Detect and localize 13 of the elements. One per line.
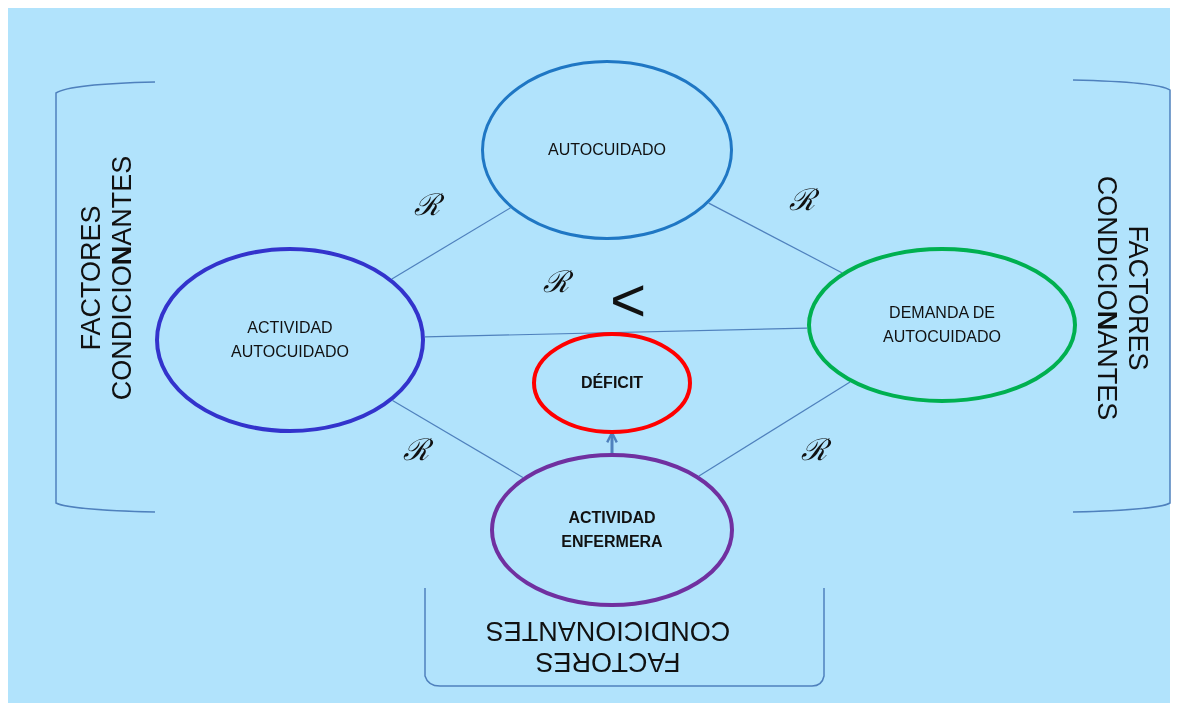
connector-line [698, 381, 851, 477]
rotated-label: FACTORES CONDICIONANTES [484, 615, 732, 678]
node-label: DÉFICIT [580, 372, 644, 393]
arrow [606, 431, 618, 453]
node-label: DEMANDA DE AUTOCUIDADO [882, 303, 1002, 347]
connector-line [391, 207, 512, 280]
connector-line [424, 327, 808, 338]
connector-line [708, 202, 843, 274]
node-label: ACTIVIDAD ENFERMERA [560, 508, 664, 552]
less-than-sign: < [608, 263, 648, 335]
node-label: ACTIVIDAD AUTOCUIDADO [230, 318, 350, 362]
node-label: AUTOCUIDADO [548, 140, 666, 160]
connector-line [391, 399, 524, 478]
